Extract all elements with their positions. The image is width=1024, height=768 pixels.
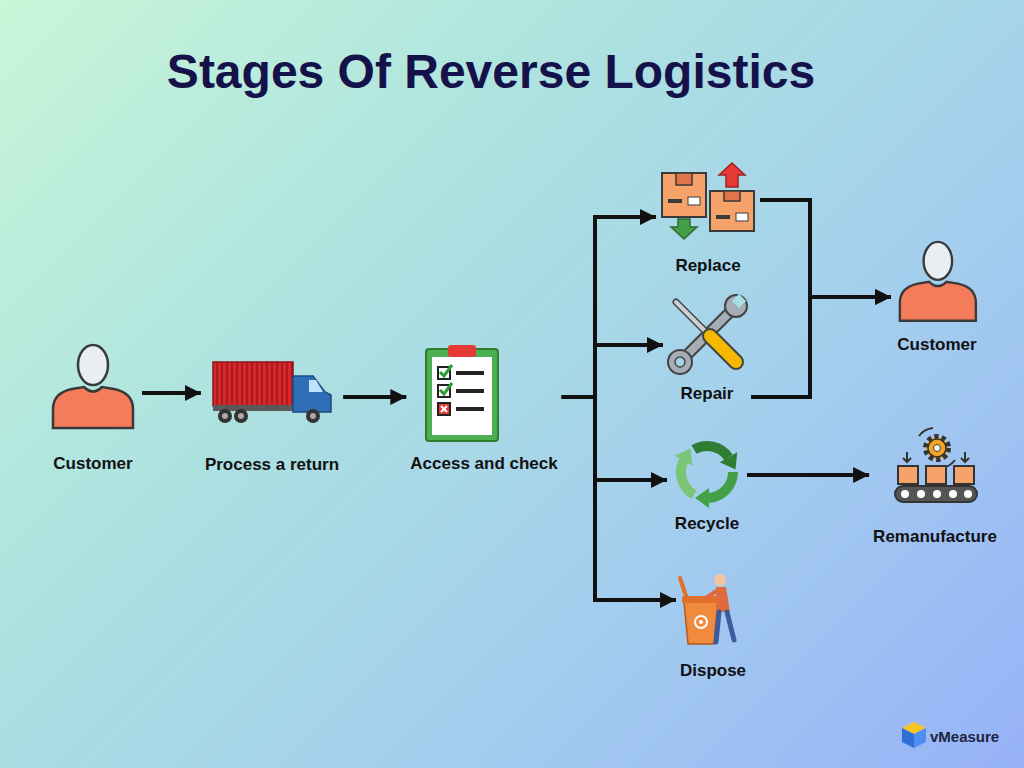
node-label: Customer xyxy=(891,334,983,356)
person-icon xyxy=(53,345,133,428)
icon-node: Process a return xyxy=(201,360,343,476)
icon-node: Access and check xyxy=(406,343,561,475)
node-label: Recycle xyxy=(667,513,747,535)
flow-arrow xyxy=(747,473,869,477)
icon-node: Recycle xyxy=(667,437,747,535)
icon-node: Customer xyxy=(891,240,983,356)
flow-arrow xyxy=(142,391,201,395)
node-label: Dispose xyxy=(676,660,750,682)
watermark-label: vMeasure xyxy=(930,728,999,745)
flow-arrow xyxy=(760,200,891,297)
flow-arrow xyxy=(751,297,891,397)
icon-node: Replace xyxy=(656,163,760,277)
logo-icon xyxy=(902,722,926,748)
icon-node: Remanufacture xyxy=(869,428,1001,548)
node-label: Process a return xyxy=(201,454,343,476)
node-label: Replace xyxy=(656,255,760,277)
remanufacture-icon xyxy=(895,428,977,502)
checklist-icon xyxy=(426,345,498,441)
node-label: Repair xyxy=(663,383,751,405)
person-icon xyxy=(900,242,976,321)
truck-icon xyxy=(213,362,331,423)
flow-arrow xyxy=(562,397,676,600)
flow-arrow xyxy=(562,345,663,397)
node-label: Access and check xyxy=(406,453,561,475)
flow-arrow xyxy=(562,397,667,480)
recycle-icon xyxy=(669,446,737,511)
flow-arrow xyxy=(343,395,406,399)
flow-arrow xyxy=(562,217,656,397)
diagram-title: Stages Of Reverse Logistics xyxy=(0,42,982,102)
icon-node: Repair xyxy=(663,298,751,405)
replace-icon xyxy=(662,163,754,239)
repair-icon xyxy=(668,294,747,374)
icon-node: Customer xyxy=(44,342,142,475)
node-label: Remanufacture xyxy=(869,526,1001,548)
node-label: Customer xyxy=(44,453,142,475)
icon-node: Dispose xyxy=(676,572,750,682)
dispose-icon xyxy=(680,574,734,644)
